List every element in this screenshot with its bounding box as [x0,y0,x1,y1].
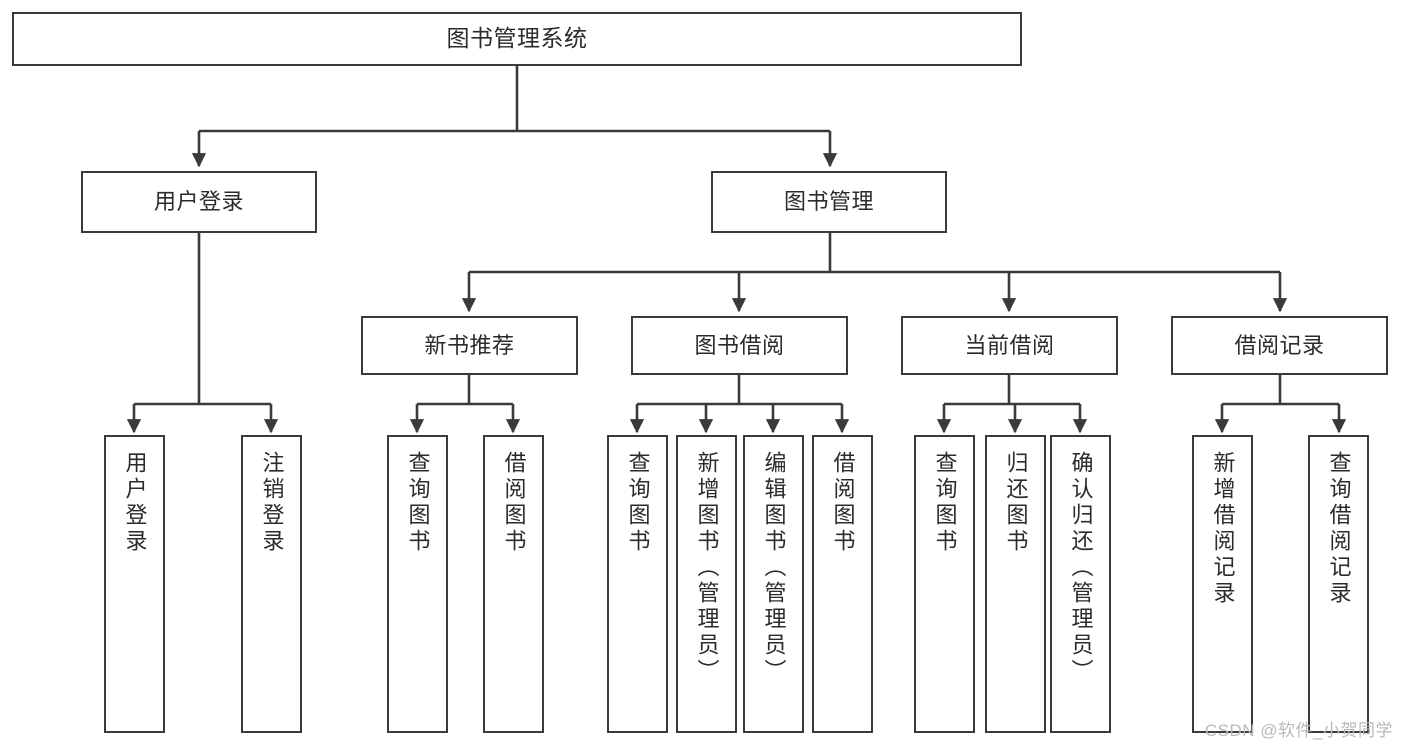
node-leaf-return-book-label: 归还图书 [1003,451,1029,555]
node-leaf-add-record[interactable]: 新增借阅记录 [1192,435,1253,733]
node-leaf-confirm-return[interactable]: 确认归还（管理员） [1050,435,1111,733]
node-book-borrow[interactable]: 图书借阅 [631,316,848,375]
node-leaf-query-book-3-label: 查询图书 [932,451,958,555]
node-leaf-query-book-1-label: 查询图书 [405,451,431,555]
node-new-book-rec-label: 新书推荐 [424,332,515,358]
node-leaf-query-book-1[interactable]: 查询图书 [387,435,448,733]
node-current-borrow-label: 当前借阅 [964,332,1055,358]
node-user-login[interactable]: 用户登录 [81,171,317,233]
node-borrow-record-label: 借阅记录 [1234,332,1325,358]
node-borrow-record[interactable]: 借阅记录 [1171,316,1388,375]
node-leaf-query-book-2[interactable]: 查询图书 [607,435,668,733]
node-leaf-query-book-3[interactable]: 查询图书 [914,435,975,733]
node-book-manage-label: 图书管理 [783,189,874,215]
node-leaf-query-book-2-label: 查询图书 [625,451,651,555]
node-leaf-query-record[interactable]: 查询借阅记录 [1308,435,1369,733]
node-book-manage[interactable]: 图书管理 [711,171,947,233]
node-current-borrow[interactable]: 当前借阅 [901,316,1118,375]
node-root-label: 图书管理系统 [446,25,588,52]
node-leaf-logout-label: 注销登录 [259,451,285,555]
node-leaf-edit-book-label: 编辑图书（管理员） [761,451,787,685]
node-leaf-add-record-label: 新增借阅记录 [1210,451,1236,607]
node-leaf-borrow-book-2[interactable]: 借阅图书 [812,435,873,733]
node-leaf-user-login[interactable]: 用户登录 [104,435,165,733]
node-leaf-borrow-book-1-label: 借阅图书 [501,451,527,555]
node-root[interactable]: 图书管理系统 [12,12,1022,66]
node-leaf-logout[interactable]: 注销登录 [241,435,302,733]
node-leaf-confirm-return-label: 确认归还（管理员） [1068,451,1094,685]
node-new-book-rec[interactable]: 新书推荐 [361,316,578,375]
csdn-watermark: CSDN @软件_小贺同学 [1204,721,1393,740]
node-user-login-label: 用户登录 [153,189,244,215]
node-leaf-edit-book[interactable]: 编辑图书（管理员） [743,435,804,733]
node-leaf-add-book[interactable]: 新增图书（管理员） [676,435,737,733]
node-leaf-return-book[interactable]: 归还图书 [985,435,1046,733]
node-book-borrow-label: 图书借阅 [694,332,785,358]
node-leaf-add-book-label: 新增图书（管理员） [694,451,720,685]
node-leaf-borrow-book-1[interactable]: 借阅图书 [483,435,544,733]
node-leaf-query-record-label: 查询借阅记录 [1326,451,1352,607]
node-leaf-user-login-label: 用户登录 [122,451,148,555]
node-leaf-borrow-book-2-label: 借阅图书 [830,451,856,555]
